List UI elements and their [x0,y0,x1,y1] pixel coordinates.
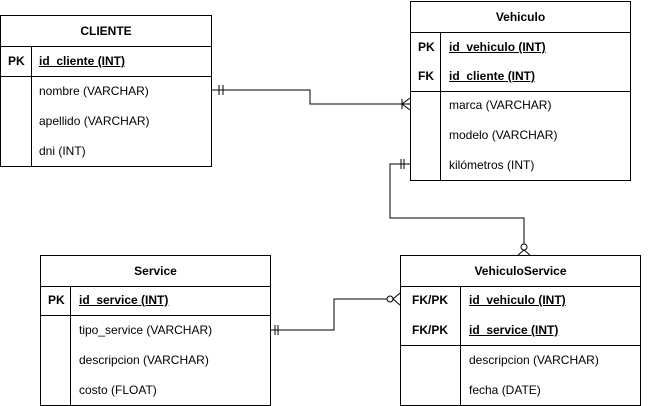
attribute-row: fecha (DATE) [469,383,541,397]
attribute-row: apellido (VARCHAR) [39,114,150,128]
key-divider [41,315,270,316]
attribute-row: dni (INT) [39,144,86,158]
key-label: PK [8,54,25,68]
attribute-row: marca (VARCHAR) [449,98,552,112]
relationship-service-vehiculoservice [271,292,401,335]
cardinality-zero-mark [520,243,528,251]
key-divider [411,91,630,92]
relationship-vehiculo-vehiculoservice [389,159,531,256]
cardinality-zero-mark [386,295,394,303]
entity-title: CLIENTE [1,16,211,47]
cardinality-crowfoot [517,249,531,256]
cardinality-crowfoot [392,292,401,306]
composite-key-field: id_vehiculo (INT) [469,293,566,307]
foreign-key-field: id_cliente (INT) [449,69,536,83]
key-column [41,286,71,405]
key-divider [1,76,211,77]
attribute-row: nombre (VARCHAR) [39,84,149,98]
attribute-row: kilómetros (INT) [449,158,535,172]
attribute-row: descripcion (VARCHAR) [79,353,209,367]
attribute-row: descripcion (VARCHAR) [469,353,599,367]
entity-vehiculo[interactable]: Vehiculo PK id_vehiculo (INT) FK id_clie… [410,1,631,181]
connector-line [212,89,410,105]
key-label: PK [48,293,65,307]
key-label: FK/PK [412,293,448,307]
connector-line [271,298,387,331]
attribute-row: modelo (VARCHAR) [449,128,558,142]
primary-key-field: id_cliente (INT) [39,54,126,68]
connector-line [389,163,525,244]
entity-cliente[interactable]: CLIENTE PK id_cliente (INT) nombre (VARC… [0,15,212,167]
entity-title: VehiculoService [401,256,640,287]
primary-key-field: id_vehiculo (INT) [449,40,546,54]
key-column [1,46,32,166]
key-label: FK/PK [412,323,448,337]
attribute-row: tipo_service (VARCHAR) [79,323,213,337]
cardinality-crowfoot [401,97,411,111]
key-column [411,32,441,180]
relationship-cliente-vehiculo [212,85,411,111]
composite-key-field: id_service (INT) [469,323,559,337]
entity-title: Vehiculo [411,2,630,33]
entity-title: Service [41,256,270,287]
primary-key-field: id_service (INT) [79,293,169,307]
key-label: FK [418,69,434,83]
entity-vehiculo-service[interactable]: VehiculoService FK/PK id_vehiculo (INT) … [400,255,641,406]
key-divider [401,345,640,346]
key-label: PK [418,40,435,54]
attribute-row: costo (FLOAT) [79,383,157,397]
